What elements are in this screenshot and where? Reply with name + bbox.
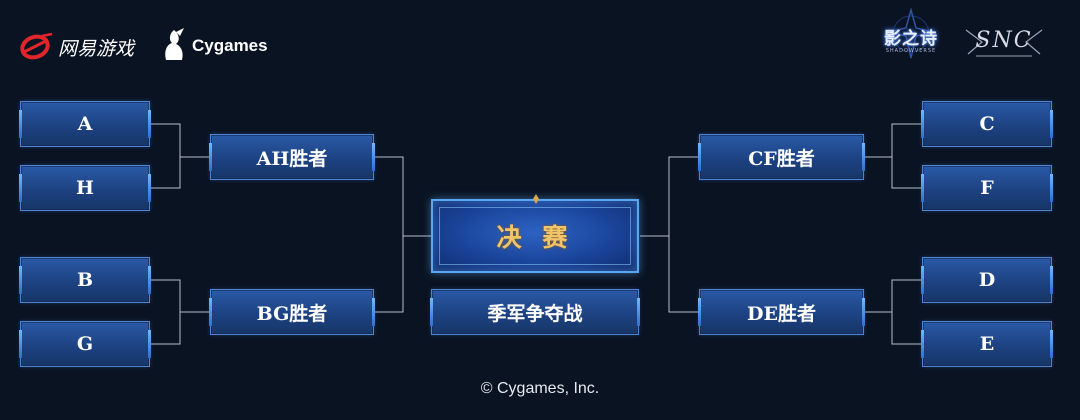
shadowverse-logo-subtext: SHADOWVERSE — [885, 48, 937, 54]
cygames-mark-icon — [165, 28, 184, 60]
netease-mark-icon — [20, 32, 53, 60]
shadowverse-logo: 影之诗 SHADOWVERSE — [874, 8, 948, 66]
netease-logo-text: 网易游戏 — [58, 37, 135, 60]
team-slot-a: A — [19, 101, 151, 147]
netease-logo: 网易游戏 — [18, 30, 134, 64]
semifinal-ah-winner: AH胜者 — [209, 134, 375, 180]
final-inner-frame — [439, 207, 631, 265]
semifinal-bg-winner: BG胜者 — [209, 289, 375, 335]
semifinal-de-winner: DE胜者 — [698, 289, 865, 335]
semifinal-cf-winner: CF胜者 — [698, 134, 865, 180]
snc-logo: SNC — [962, 20, 1046, 64]
team-slot-g: G — [19, 321, 151, 367]
shadowverse-emblem-icon — [887, 8, 935, 59]
final-match: 决 赛 — [431, 194, 639, 273]
team-slot-h: H — [19, 165, 151, 211]
cygames-logo-text: Cygames — [192, 36, 268, 55]
team-slot-d: D — [921, 257, 1053, 303]
cygames-logo: Cygames — [160, 26, 268, 66]
third-place-match: 季军争夺战 — [430, 289, 640, 335]
team-slot-f: F — [921, 165, 1053, 211]
team-slot-c: C — [921, 101, 1053, 147]
copyright-footer: © Cygames, Inc. — [480, 380, 600, 397]
team-slot-b: B — [19, 257, 151, 303]
team-slot-e: E — [921, 321, 1053, 367]
shadowverse-logo-text: 影之诗 — [884, 29, 938, 49]
final-label: 决 赛 — [496, 223, 574, 252]
snc-wings-icon — [965, 29, 1043, 57]
crest-ornament-icon — [533, 194, 539, 204]
snc-logo-text: SNC — [975, 28, 1033, 53]
